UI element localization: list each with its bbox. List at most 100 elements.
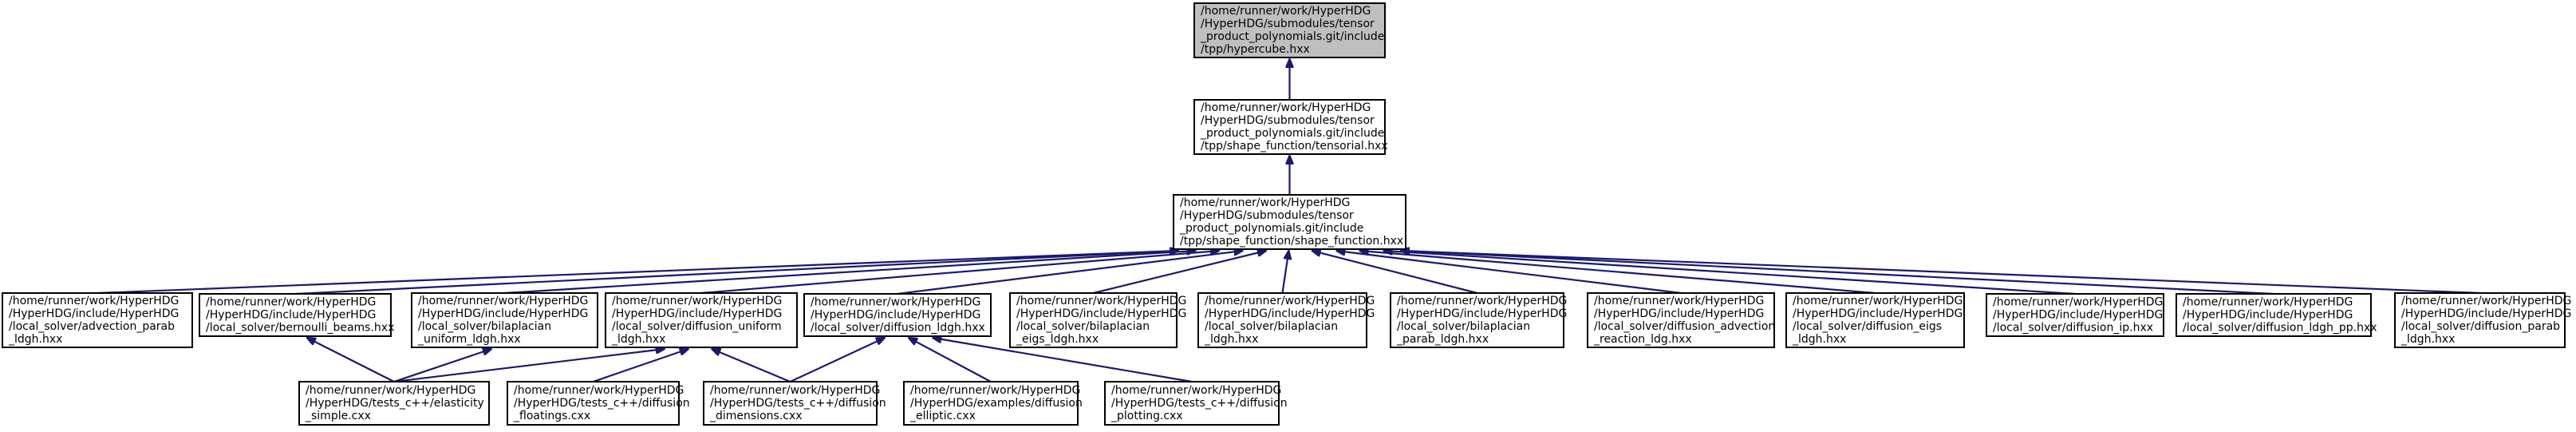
node-label-line: /HyperHDG/include/HyperHDG xyxy=(1993,309,2163,322)
node-label-line: /local_solver/diffusion_ldgh.hxx xyxy=(811,322,985,335)
graph-node-bilaplacian-ldgh[interactable]: /home/runner/work/HyperHDG/HyperHDG/incl… xyxy=(1197,292,1375,348)
graph-node-diffusion-dimensions[interactable]: /home/runner/work/HyperHDG/HyperHDG/test… xyxy=(703,381,886,426)
node-label-line: /HyperHDG/include/HyperHDG xyxy=(1205,307,1375,320)
node-label-line: /home/runner/work/HyperHDG xyxy=(710,384,880,397)
node-label-line: /HyperHDG/tests_c++/diffusion xyxy=(1111,397,1288,410)
node-label-line: /tpp/shape_function/tensorial.hxx xyxy=(1201,140,1388,153)
graph-node-bilaplacian-eigs[interactable]: /home/runner/work/HyperHDG/HyperHDG/incl… xyxy=(1009,292,1186,348)
node-label-line: /home/runner/work/HyperHDG xyxy=(1180,196,1350,209)
nodes: /home/runner/work/HyperHDG/HyperHDG/subm… xyxy=(2,2,2571,426)
node-label-line: /local_solver/advection_parab xyxy=(9,320,175,333)
node-label-line: /home/runner/work/HyperHDG xyxy=(1016,295,1186,307)
graph-node-tensorial[interactable]: /home/runner/work/HyperHDG/HyperHDG/subm… xyxy=(1193,99,1388,155)
graph-node-diffusion-ldgh[interactable]: /home/runner/work/HyperHDG/HyperHDG/incl… xyxy=(803,293,992,337)
node-box xyxy=(1193,2,1386,58)
graph-node-advection-parab[interactable]: /home/runner/work/HyperHDG/HyperHDG/incl… xyxy=(2,292,193,348)
graph-node-bilaplacian-parab[interactable]: /home/runner/work/HyperHDG/HyperHDG/incl… xyxy=(1390,292,1567,348)
node-label-line: /home/runner/work/HyperHDG xyxy=(910,384,1080,397)
node-label-line: /home/runner/work/HyperHDG xyxy=(306,384,475,397)
graph-node-bilaplacian-uniform[interactable]: /home/runner/work/HyperHDG/HyperHDG/incl… xyxy=(411,292,598,348)
node-label-line: /home/runner/work/HyperHDG xyxy=(1201,5,1371,18)
node-label-line: /home/runner/work/HyperHDG xyxy=(612,295,782,307)
graph-node-elasticity-simple[interactable]: /home/runner/work/HyperHDG/HyperHDG/test… xyxy=(298,381,490,426)
node-box xyxy=(2394,292,2566,348)
graph-node-diffusion-eigs[interactable]: /home/runner/work/HyperHDG/HyperHDG/incl… xyxy=(1785,292,1965,348)
node-label-line: /local_solver/bernoulli_beams.hxx xyxy=(206,322,394,335)
graph-node-shape-function[interactable]: /home/runner/work/HyperHDG/HyperHDG/subm… xyxy=(1173,194,1406,250)
edge-diffusion-ip-to-shape-function xyxy=(1384,251,2076,295)
edge-diffusion-uniform-to-shape-function xyxy=(700,251,1219,295)
graph-node-diffusion-floatings[interactable]: /home/runner/work/HyperHDG/HyperHDG/test… xyxy=(507,381,690,426)
node-label-line: /HyperHDG/submodules/tensor xyxy=(1201,114,1375,127)
graph-node-diffusion-advection[interactable]: /home/runner/work/HyperHDG/HyperHDG/incl… xyxy=(1587,292,1775,348)
node-label-line: /HyperHDG/submodules/tensor xyxy=(1180,209,1354,222)
node-label-line: /HyperHDG/include/HyperHDG xyxy=(1016,307,1186,320)
edge-diffusion-elliptic-to-diffusion-ldgh xyxy=(909,338,992,382)
edge-bilaplacian-parab-to-shape-function xyxy=(1312,251,1477,295)
node-label-line: _parab_ldgh.hxx xyxy=(1396,333,1489,346)
node-label-line: /local_solver/bilaplacian xyxy=(1397,320,1530,333)
node-label-line: /HyperHDG/include/HyperHDG xyxy=(1594,307,1764,320)
graph-node-bernoulli-beams[interactable]: /home/runner/work/HyperHDG/HyperHDG/incl… xyxy=(199,293,394,337)
node-box xyxy=(1986,293,2164,337)
node-box xyxy=(605,292,798,348)
node-label-line: /home/runner/work/HyperHDG xyxy=(206,296,376,309)
node-label-line: /local_solver/diffusion_eigs xyxy=(1793,320,1942,333)
node-box xyxy=(2176,293,2372,337)
node-label-line: /HyperHDG/include/HyperHDG xyxy=(9,307,179,320)
node-label-line: /HyperHDG/include/HyperHDG xyxy=(418,307,588,320)
node-box xyxy=(903,381,1079,426)
node-label-line: /home/runner/work/HyperHDG xyxy=(1594,295,1764,307)
node-box xyxy=(507,381,680,426)
graph-node-diffusion-elliptic[interactable]: /home/runner/work/HyperHDG/HyperHDG/exam… xyxy=(903,381,1083,426)
graph-node-diffusion-parab[interactable]: /home/runner/work/HyperHDG/HyperHDG/incl… xyxy=(2394,292,2571,348)
edge-diffusion-advection-to-shape-function xyxy=(1336,251,1682,295)
node-label-line: _ldgh.hxx xyxy=(2400,333,2455,346)
node-box xyxy=(298,381,490,426)
node-label-line: _plotting.cxx xyxy=(1110,410,1183,422)
graph-node-diffusion-ldgh-pp[interactable]: /home/runner/work/HyperHDG/HyperHDG/incl… xyxy=(2176,293,2377,337)
node-label-line: /tpp/shape_function/shape_function.hxx xyxy=(1180,235,1403,248)
node-label-line: /home/runner/work/HyperHDG xyxy=(2401,295,2571,307)
edge-elasticity-simple-to-bernoulli-beams xyxy=(307,338,395,382)
node-box xyxy=(1193,99,1386,155)
node-label-line: _eigs_ldgh.hxx xyxy=(1016,333,1099,346)
node-label-line: /local_solver/bilaplacian xyxy=(1205,320,1338,333)
edge-diffusion-dimensions-to-diffusion-ldgh xyxy=(790,338,885,382)
graph-node-diffusion-uniform[interactable]: /home/runner/work/HyperHDG/HyperHDG/incl… xyxy=(605,292,798,348)
node-label-line: /local_solver/diffusion_ldgh_pp.hxx xyxy=(2183,322,2377,335)
node-box xyxy=(703,381,878,426)
node-label-line: /home/runner/work/HyperHDG xyxy=(9,295,179,307)
node-label-line: /HyperHDG/examples/diffusion xyxy=(910,397,1083,410)
node-label-line: _uniform_ldgh.hxx xyxy=(417,333,521,346)
graph-node-diffusion-ip[interactable]: /home/runner/work/HyperHDG/HyperHDG/incl… xyxy=(1986,293,2164,337)
edge-bilaplacian-eigs-to-shape-function xyxy=(1093,251,1266,295)
edge-diffusion-ldgh-to-shape-function xyxy=(897,251,1243,295)
graph-node-hypercube[interactable]: /home/runner/work/HyperHDG/HyperHDG/subm… xyxy=(1193,2,1386,58)
edge-diffusion-ldgh-pp-to-shape-function xyxy=(1401,251,2274,295)
edge-advection-parab-to-shape-function xyxy=(97,251,1178,295)
node-label-line: _ldgh.hxx xyxy=(611,333,665,346)
node-label-line: /HyperHDG/include/HyperHDG xyxy=(1793,307,1963,320)
edge-bilaplacian-uniform-to-shape-function xyxy=(504,251,1196,295)
node-label-line: _floatings.cxx xyxy=(513,410,590,422)
node-box xyxy=(1104,381,1280,426)
node-label-line: /local_solver/diffusion_parab xyxy=(2401,320,2560,333)
node-label-line: /HyperHDG/include/HyperHDG xyxy=(206,309,376,322)
edge-elasticity-simple-to-diffusion-uniform xyxy=(393,349,665,383)
edges xyxy=(97,59,2480,383)
node-label-line: /HyperHDG/include/HyperHDG xyxy=(811,309,980,322)
node-box xyxy=(411,292,598,348)
node-box xyxy=(1197,292,1367,348)
node-label-line: /home/runner/work/HyperHDG xyxy=(1201,101,1371,114)
graph-node-diffusion-plotting[interactable]: /home/runner/work/HyperHDG/HyperHDG/test… xyxy=(1104,381,1288,426)
node-label-line: /home/runner/work/HyperHDG xyxy=(418,295,588,307)
node-label-line: /tpp/hypercube.hxx xyxy=(1201,43,1310,56)
node-label-line: _ldgh.hxx xyxy=(1792,333,1846,346)
node-label-line: _product_polynomials.git/include xyxy=(1179,222,1363,235)
node-label-line: /local_solver/bilaplacian xyxy=(418,320,551,333)
node-label-line: /home/runner/work/HyperHDG xyxy=(1793,295,1963,307)
node-label-line: /home/runner/work/HyperHDG xyxy=(1205,295,1375,307)
node-label-line: _simple.cxx xyxy=(305,410,371,422)
node-label-line: /local_solver/bilaplacian xyxy=(1016,320,1150,333)
